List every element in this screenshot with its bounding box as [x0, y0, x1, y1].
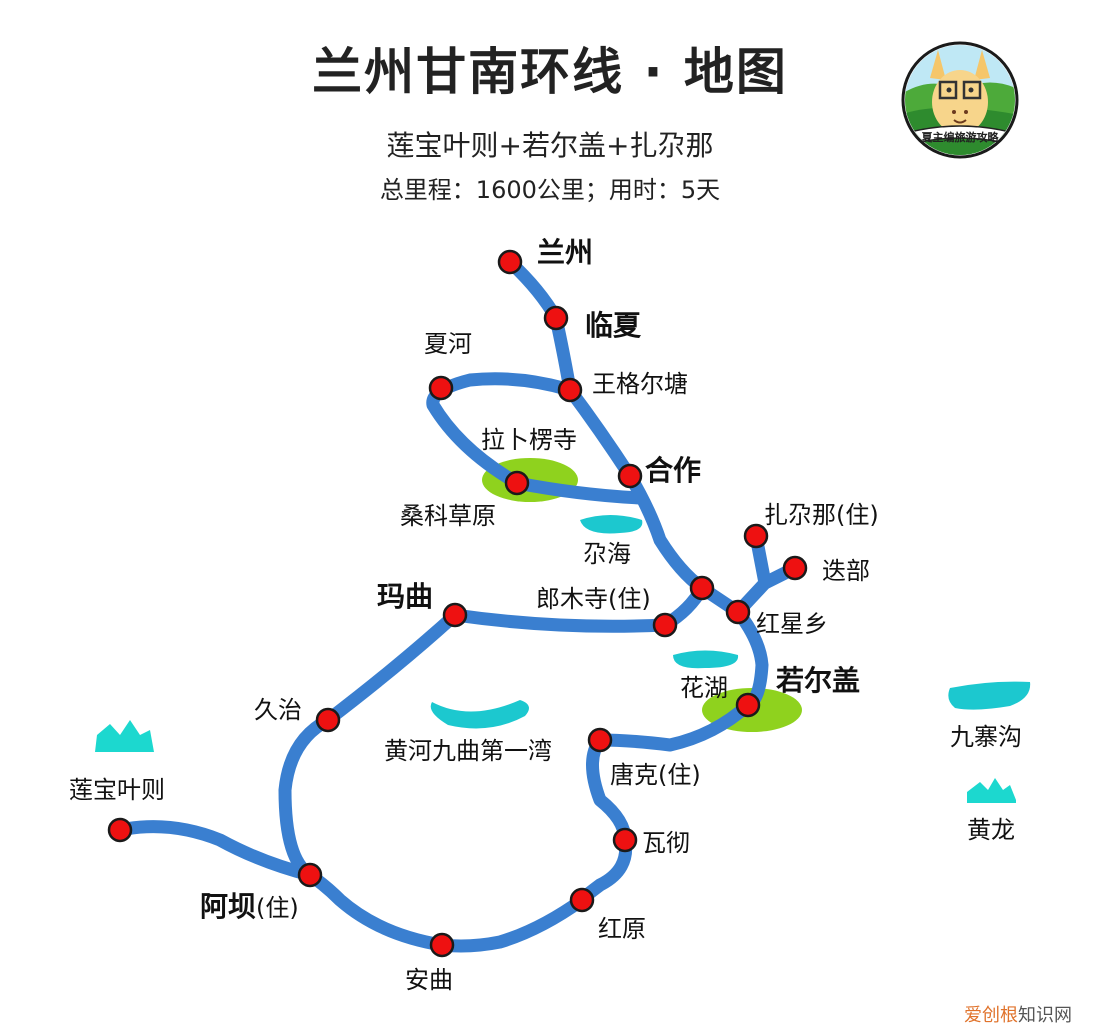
label-tangke: 唐克(住) [610, 761, 701, 789]
mountain-huanglong-icon [967, 778, 1016, 803]
stop-sangke[interactable] [504, 470, 530, 496]
stop-hongyuan[interactable] [569, 887, 595, 913]
stop-tangke[interactable] [587, 727, 613, 753]
stop-wache[interactable] [612, 827, 638, 853]
stop-anqu[interactable] [429, 932, 455, 958]
label-wache: 瓦彻 [642, 829, 690, 857]
stop-linxia[interactable] [543, 305, 569, 331]
stop-aba[interactable] [297, 862, 323, 888]
route-stops [107, 249, 808, 958]
stop-hongxingxiang[interactable] [725, 599, 751, 625]
label-sangkecaoyuan: 桑科草原 [400, 502, 496, 530]
label-ruoergai: 若尔盖 [776, 664, 860, 697]
label-gahai: 尕海 [583, 540, 631, 568]
label-xiahe: 夏河 [424, 330, 472, 358]
mountain-lianbao-icon [95, 720, 154, 752]
label-jiuzhaigou: 九寨沟 [950, 723, 1022, 751]
cartoon-horse-logo-icon: 夏主编旅游攻略 [901, 41, 1019, 159]
stop-hezuo[interactable] [617, 463, 643, 489]
stop-lanzhou[interactable] [497, 249, 523, 275]
svg-text:夏主编旅游攻略: 夏主编旅游攻略 [922, 130, 1000, 144]
stop-junction[interactable] [689, 575, 715, 601]
stop-lianbaoyeze[interactable] [107, 817, 133, 843]
watermark: 爱创根知识网 [964, 1005, 1072, 1026]
label-aba: 阿坝(住) [200, 890, 299, 923]
label-jiuzhi: 久治 [254, 696, 302, 724]
stop-xiahe[interactable] [428, 375, 454, 401]
label-hezuo: 合作 [645, 454, 701, 487]
stop-jiuzhi[interactable] [315, 707, 341, 733]
page-title: 兰州甘南环线 · 地图 [312, 43, 788, 101]
label-linxia: 临夏 [585, 309, 642, 342]
label-labulengsi: 拉卜楞寺 [481, 426, 577, 454]
river-bend-icon [430, 700, 529, 729]
route-stats: 总里程：1600公里；用时：5天 [379, 176, 721, 204]
stop-diebu[interactable] [782, 555, 808, 581]
route-subtitle: 莲宝叶则+若尔盖+扎尕那 [386, 129, 714, 162]
label-langmusi: 郎木寺(住) [536, 585, 651, 613]
label-maqu: 玛曲 [377, 580, 433, 613]
label-lanzhou: 兰州 [537, 236, 593, 269]
label-wanggeertang: 王格尔塘 [592, 370, 688, 398]
lake-gahai-icon [580, 515, 643, 534]
label-anqu: 安曲 [405, 966, 453, 994]
stop-wanggeertang[interactable] [557, 377, 583, 403]
label-huanglong: 黄龙 [967, 816, 1015, 844]
lake-jiuzhaigou-icon [948, 681, 1031, 710]
stop-maqu[interactable] [442, 602, 468, 628]
label-lianbaoyeze: 莲宝叶则 [69, 776, 165, 804]
stop-langmusi[interactable] [652, 612, 678, 638]
label-huahu: 花湖 [680, 674, 728, 702]
label-aba-suffix: (住) [256, 894, 299, 922]
lake-huahu-icon [673, 650, 739, 669]
label-zhagana: 扎尕那(住) [764, 501, 879, 529]
label-hongxingxiang: 红星乡 [756, 610, 828, 638]
stop-zhagana[interactable] [743, 523, 769, 549]
label-diebu: 迭部 [822, 557, 870, 585]
label-hongyuan: 红原 [598, 915, 646, 943]
stop-ruoergai[interactable] [735, 692, 761, 718]
label-huanghe-bend: 黄河九曲第一湾 [384, 737, 552, 765]
